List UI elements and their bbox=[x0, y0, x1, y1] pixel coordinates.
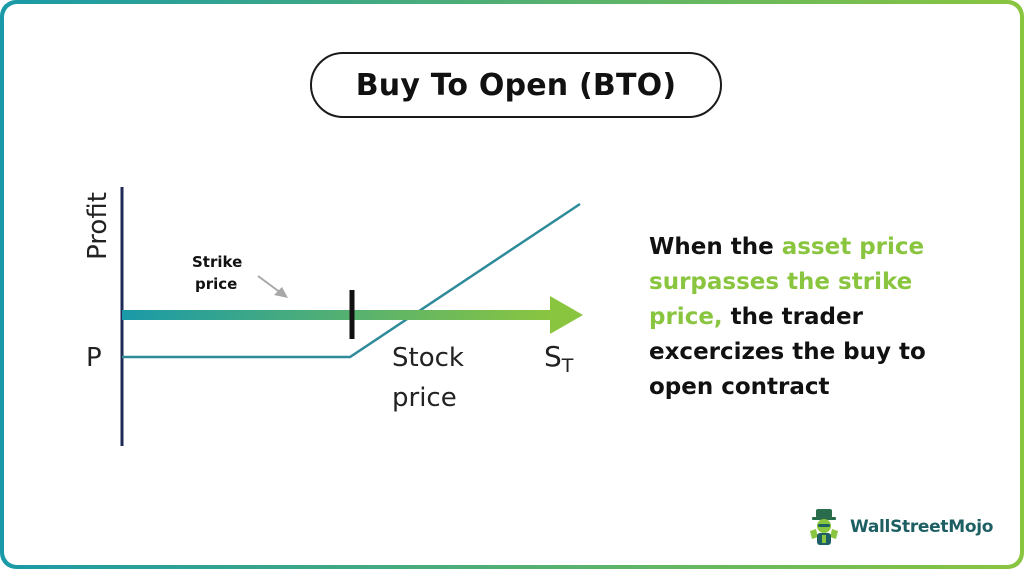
st-label: ST bbox=[544, 340, 574, 377]
brand-logo: WallStreetMojo bbox=[804, 507, 993, 547]
stock-label-line1: Stock bbox=[392, 343, 464, 373]
stock-label-line2: price bbox=[392, 383, 457, 413]
strike-pointer-head bbox=[274, 287, 288, 298]
payoff-diagram: Profit P Strike price Stock price ST bbox=[83, 187, 583, 446]
mojo-mascot-icon bbox=[810, 509, 838, 545]
stock-price-axis bbox=[122, 310, 552, 320]
y-axis-label: Profit bbox=[83, 192, 113, 260]
p-label: P bbox=[86, 343, 102, 373]
strike-label-line1: Strike bbox=[192, 253, 242, 271]
strike-label-line2: price bbox=[195, 275, 237, 293]
page-title: Buy To Open (BTO) bbox=[310, 52, 722, 118]
strike-pointer-arrow bbox=[257, 275, 282, 294]
description-highlight: asset price surpasses the strike price, bbox=[649, 234, 925, 330]
card: Buy To Open (BTO) Profit bbox=[4, 4, 1020, 565]
payoff-line bbox=[122, 202, 581, 359]
description-text: When the asset price surpasses the strik… bbox=[649, 234, 926, 400]
axis-arrowhead bbox=[550, 296, 583, 334]
logo-text: WallStreetMojo bbox=[850, 517, 994, 537]
